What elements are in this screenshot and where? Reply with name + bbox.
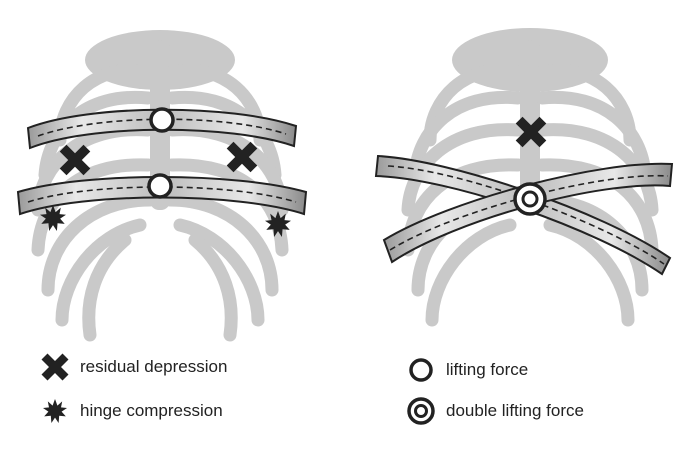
double-ring-icon [407, 397, 435, 425]
lifting-force-icon [147, 173, 173, 199]
legend-lifting-force: lifting force [404, 355, 528, 385]
starburst-icon [43, 399, 67, 423]
legend-residual-depression: residual depression [38, 352, 227, 382]
lifting-force-icon [149, 107, 175, 133]
double-lifting-force-icon [513, 182, 547, 216]
ring-icon [409, 358, 433, 382]
x-mark-icon [41, 353, 69, 381]
legend-double-lifting-force: double lifting force [404, 396, 584, 426]
legend-hinge-compression: hinge compression [38, 396, 223, 426]
right-rib-cage [374, 28, 674, 327]
legend-label-residual-depression: residual depression [80, 357, 228, 376]
legend-label-hinge-compression: hinge compression [80, 401, 223, 420]
legend-label-lifting-force: lifting force [446, 360, 529, 379]
legend-label-double-lifting-force: double lifting force [446, 401, 584, 420]
left-rib-cage [16, 30, 308, 342]
